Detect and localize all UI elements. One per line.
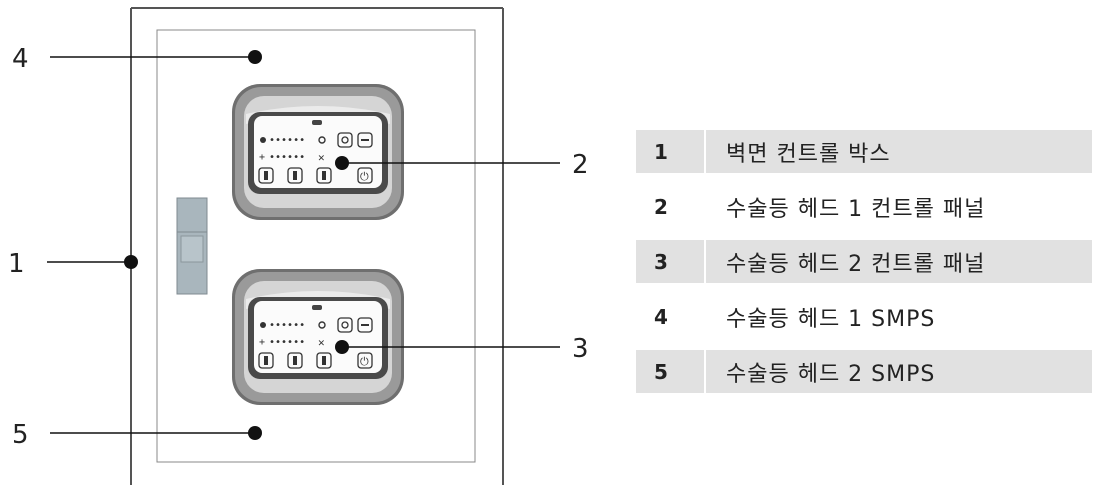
leader-dot-1 (124, 255, 138, 269)
bulb-button-icon (258, 352, 274, 369)
callout-2: 2 (572, 150, 589, 180)
svg-text:••••••: •••••• (269, 135, 305, 146)
box-inner-frame (156, 29, 476, 463)
bulb-button-icon (316, 352, 332, 369)
svg-text:••••••: •••••• (269, 152, 305, 163)
leader-dot-5 (248, 426, 262, 440)
bar-button-icon (357, 132, 373, 148)
bulb-button-icon (316, 167, 332, 184)
leader-dot-3 (335, 340, 349, 354)
legend-number: 1 (636, 130, 706, 173)
legend-number: 4 (636, 295, 706, 338)
power-icon: ⏻ (360, 170, 369, 183)
callout-3: 3 (572, 334, 589, 364)
legend-row: 4 수술등 헤드 1 SMPS (636, 295, 1092, 338)
legend-label: 수술등 헤드 1 컨트롤 패널 (726, 196, 986, 222)
bulb-button-icon (287, 167, 303, 184)
leader-dot-2 (335, 156, 349, 170)
sun-icon (318, 136, 326, 144)
legend-row: 3 수술등 헤드 2 컨트롤 패널 (636, 240, 1092, 283)
legend-number: 5 (636, 350, 706, 393)
crossed-box-icon: ✕ (318, 336, 325, 349)
side-connector (176, 197, 208, 295)
legend-label: 수술등 헤드 1 SMPS (726, 306, 936, 332)
callout-1: 1 (8, 249, 25, 279)
legend-row: 1 벽면 컨트롤 박스 (636, 130, 1092, 173)
bulb-button-icon (258, 167, 274, 184)
svg-text:+: + (259, 337, 265, 348)
power-button-icon (357, 352, 373, 369)
power-button-icon (357, 167, 373, 184)
legend-number: 2 (636, 185, 706, 228)
svg-text:••••••: •••••• (269, 337, 305, 348)
leader-dot-4 (248, 50, 262, 64)
legend-row: 5 수술등 헤드 2 SMPS (636, 350, 1092, 393)
legend-row: 2 수술등 헤드 1 컨트롤 패널 (636, 185, 1092, 228)
svg-text:••••••: •••••• (269, 320, 305, 331)
callout-4: 4 (12, 44, 29, 74)
bar-button-icon (357, 317, 373, 333)
legend-number: 3 (636, 240, 706, 283)
power-icon: ⏻ (360, 355, 369, 368)
sun-icon (318, 321, 326, 329)
callout-5: 5 (12, 420, 29, 450)
legend-label: 수술등 헤드 2 SMPS (726, 361, 936, 387)
control-panel-2: •••••• + •••••• ✕ ⏻ (232, 269, 404, 405)
crossed-box-icon: ✕ (318, 151, 325, 164)
bulb-button-icon (287, 352, 303, 369)
legend-table: 1 벽면 컨트롤 박스 2 수술등 헤드 1 컨트롤 패널 3 수술등 헤드 2… (636, 130, 1092, 405)
svg-text:+: + (259, 152, 265, 163)
legend-label: 벽면 컨트롤 박스 (726, 141, 891, 167)
sun-button-icon (337, 317, 353, 333)
control-panel-1: •••••• + •••••• ✕ ⏻ (232, 84, 404, 220)
legend-label: 수술등 헤드 2 컨트롤 패널 (726, 251, 986, 277)
sun-button-icon (337, 132, 353, 148)
